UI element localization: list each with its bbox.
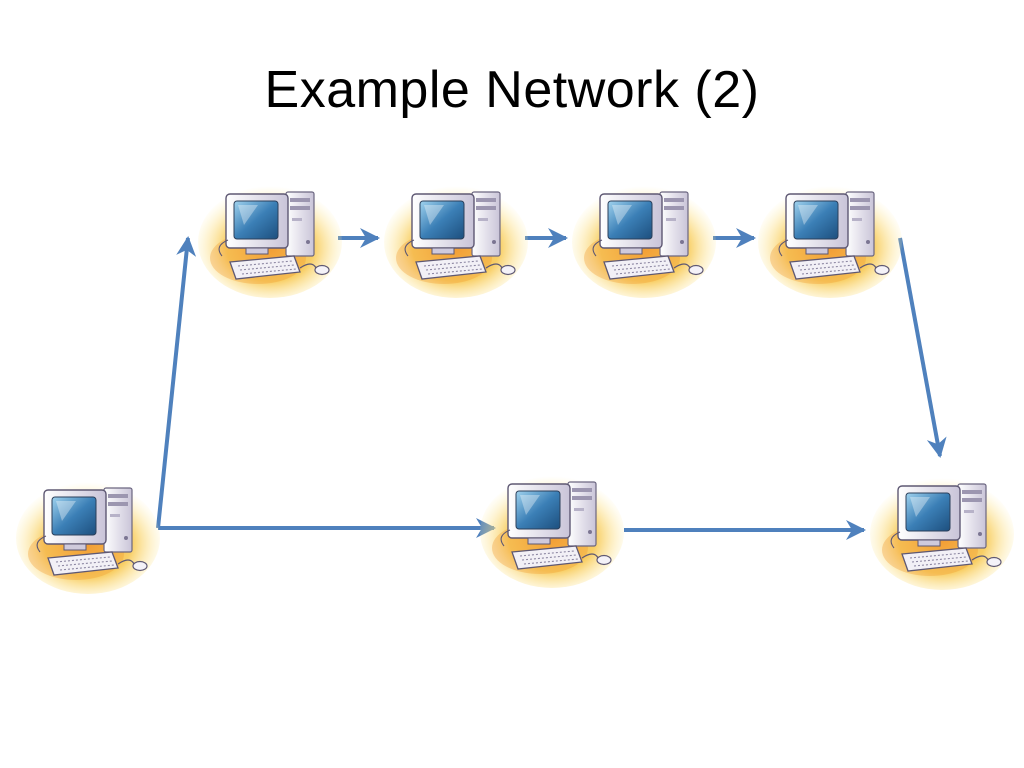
computer-top-3-icon [571,185,717,299]
link-left-to-top-1 [156,236,197,529]
computer-bottom-middle-icon [479,475,625,589]
computer-top-4-icon [757,185,903,299]
computer-bottom-right-icon [869,477,1015,591]
slide-title: Example Network (2) [264,61,760,119]
computer-top-1-icon [197,185,343,299]
link-top-4-to-bottom-right [898,237,947,458]
computer-left-icon [15,481,161,595]
computer-top-2-icon [383,185,529,299]
